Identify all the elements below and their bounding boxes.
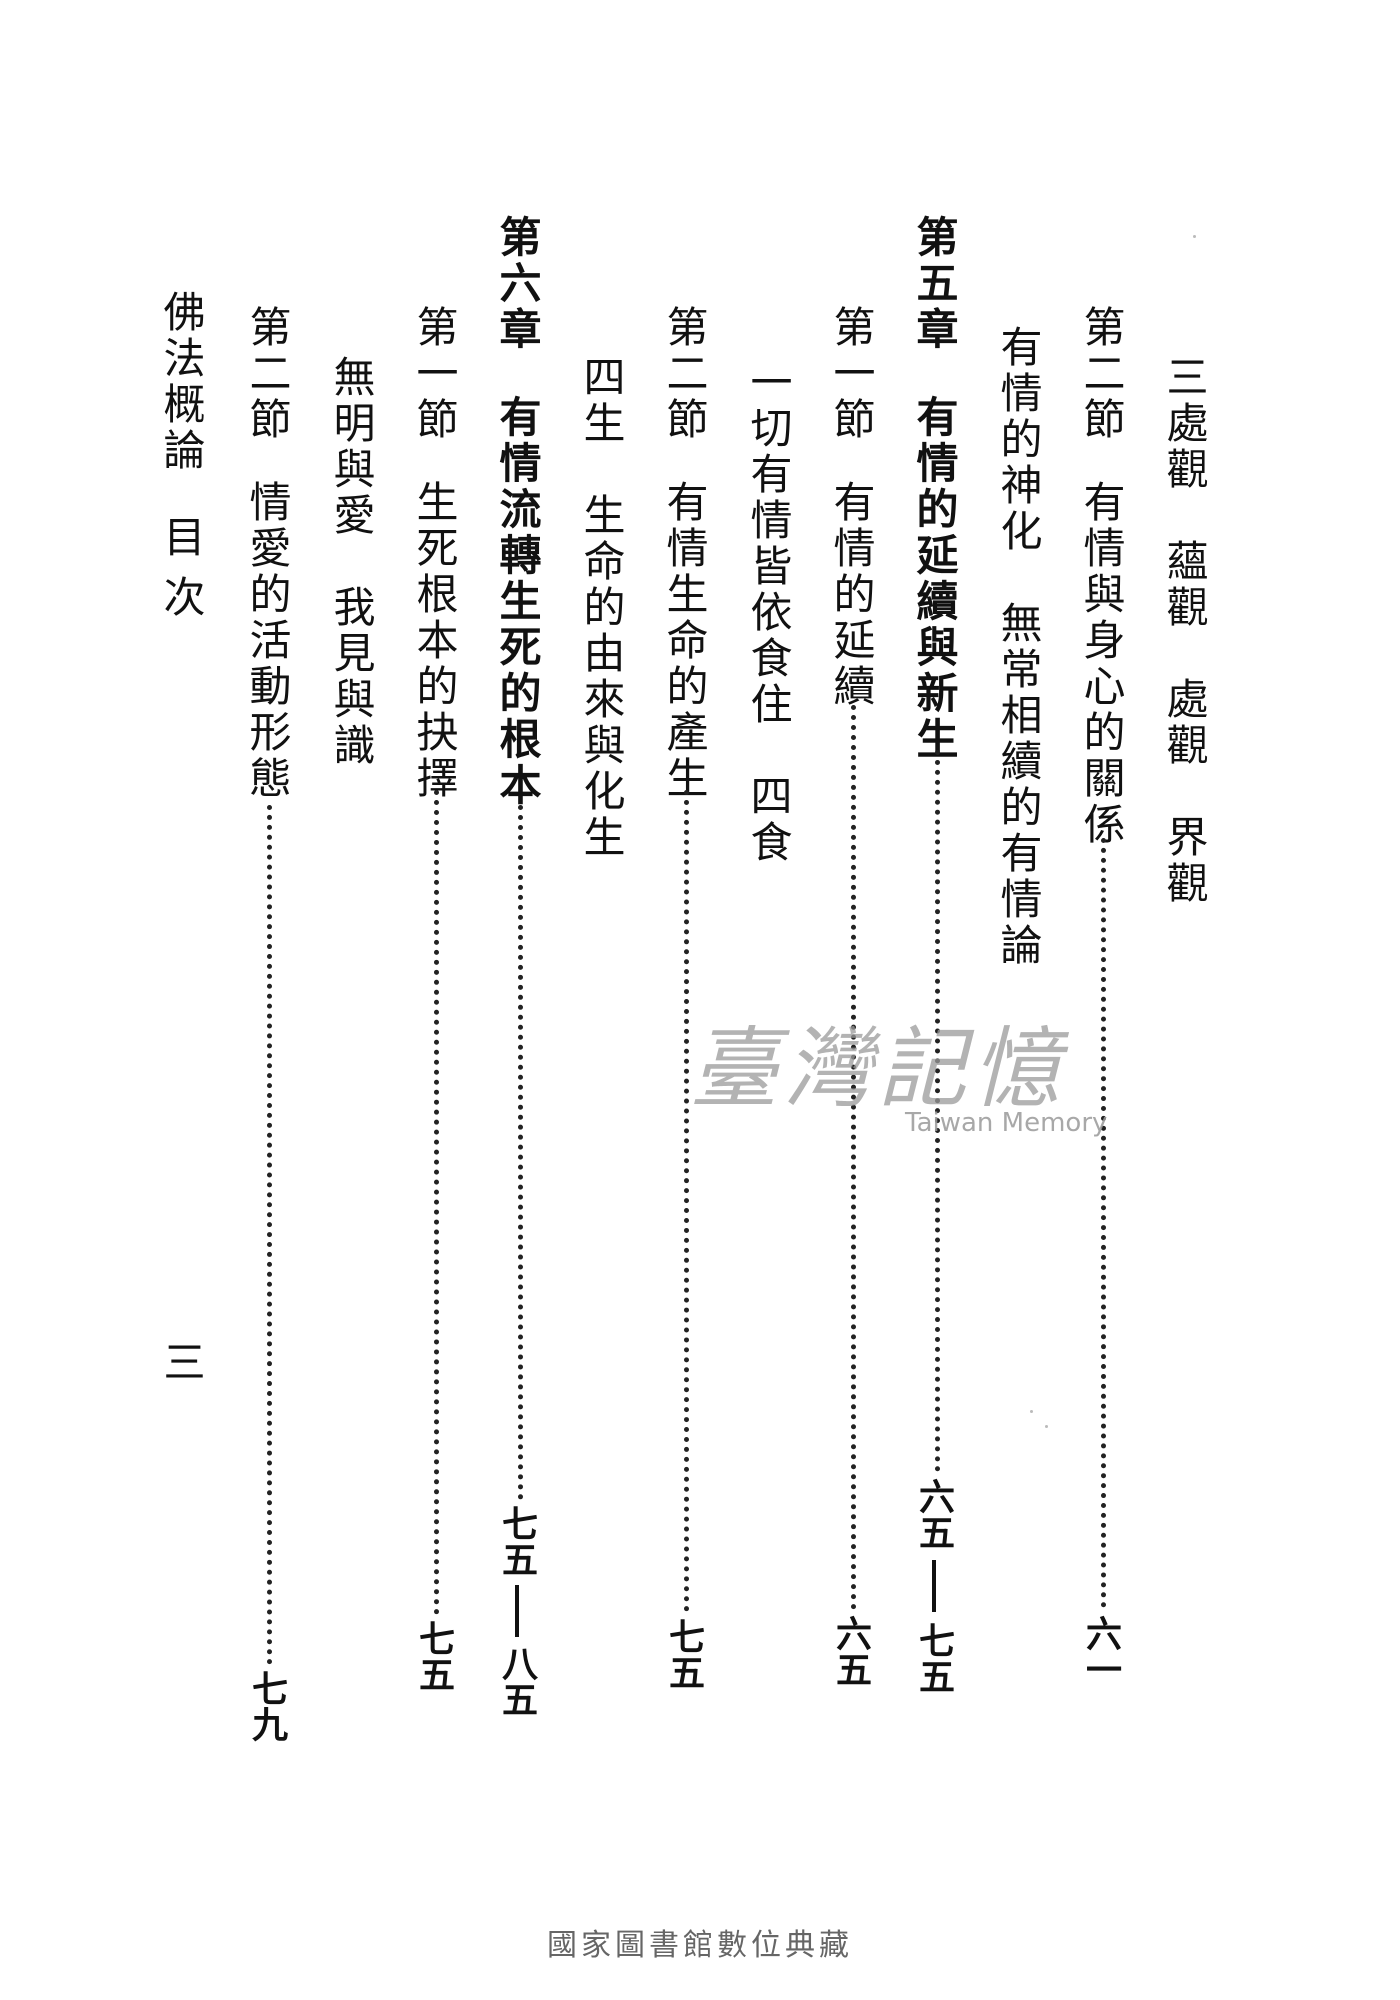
page-ref: 六五	[830, 1615, 872, 1687]
toc-line-6: 一切有情皆依食住 四食	[744, 360, 793, 866]
chapter-label: 第六章	[493, 215, 542, 353]
leader-dots	[851, 705, 856, 1610]
chapter-title: 有情流轉生死的根本	[493, 395, 542, 809]
toc-section-label: 第二節	[1077, 305, 1126, 443]
watermark-logo: 臺灣記憶	[690, 1017, 1067, 1120]
page-ref: 七五	[413, 1620, 455, 1692]
range-dash	[932, 1560, 936, 1612]
library-footer: 國家圖書館數位典藏	[547, 1928, 853, 1963]
page-ref-end: 七五	[913, 1622, 955, 1694]
leader-dots	[434, 790, 439, 1615]
toc-section-title: 生死根本的抉擇	[410, 480, 459, 802]
toc-section-title: 情愛的活動形態	[243, 480, 292, 802]
scan-speck	[1030, 1410, 1033, 1413]
leader-dots	[684, 790, 689, 1612]
toc-section-title: 有情生命的產生	[660, 480, 709, 802]
chapter-title: 有情的延續與新生	[910, 395, 959, 763]
chapter-label: 第五章	[910, 215, 959, 353]
scan-speck	[1045, 1425, 1048, 1428]
scan-speck	[1193, 235, 1196, 238]
leader-dots	[267, 805, 272, 1665]
leader-dots	[935, 750, 940, 1472]
page-ref: 七五	[663, 1618, 705, 1690]
page-ref: 六一	[1080, 1615, 1122, 1687]
toc-line-3: 有情的神化 無常相續的有情論	[994, 325, 1043, 969]
range-dash	[515, 1585, 519, 1637]
toc-section-title: 有情的延續	[827, 480, 876, 710]
toc-section-label: 第二節	[660, 305, 709, 443]
toc-line-8: 四生 生命的由來與化生	[577, 355, 626, 861]
toc-section-title: 有情與身心的關係	[1077, 480, 1126, 848]
page-ref: 七九	[246, 1670, 288, 1742]
toc-line-1: 三處觀 蘊觀 處觀 界觀	[1160, 355, 1209, 907]
leader-dots	[1101, 838, 1106, 1608]
toc-section-label: 第一節	[410, 305, 459, 443]
watermark-subtitle: Taiwan Memory	[905, 1108, 1108, 1138]
running-head-title: 佛法概論	[157, 290, 206, 474]
page-ref-end: 八五	[496, 1645, 538, 1717]
toc-line-11: 無明與愛 我見與識	[327, 355, 376, 769]
page-ref-start: 七五	[496, 1505, 538, 1577]
toc-section-label: 第一節	[827, 305, 876, 443]
page-number: 三	[157, 1340, 206, 1386]
leader-dots	[518, 805, 523, 1500]
page-ref-start: 六五	[913, 1478, 955, 1550]
toc-section-label: 第二節	[243, 305, 292, 443]
running-head-section: 目次	[157, 515, 206, 635]
